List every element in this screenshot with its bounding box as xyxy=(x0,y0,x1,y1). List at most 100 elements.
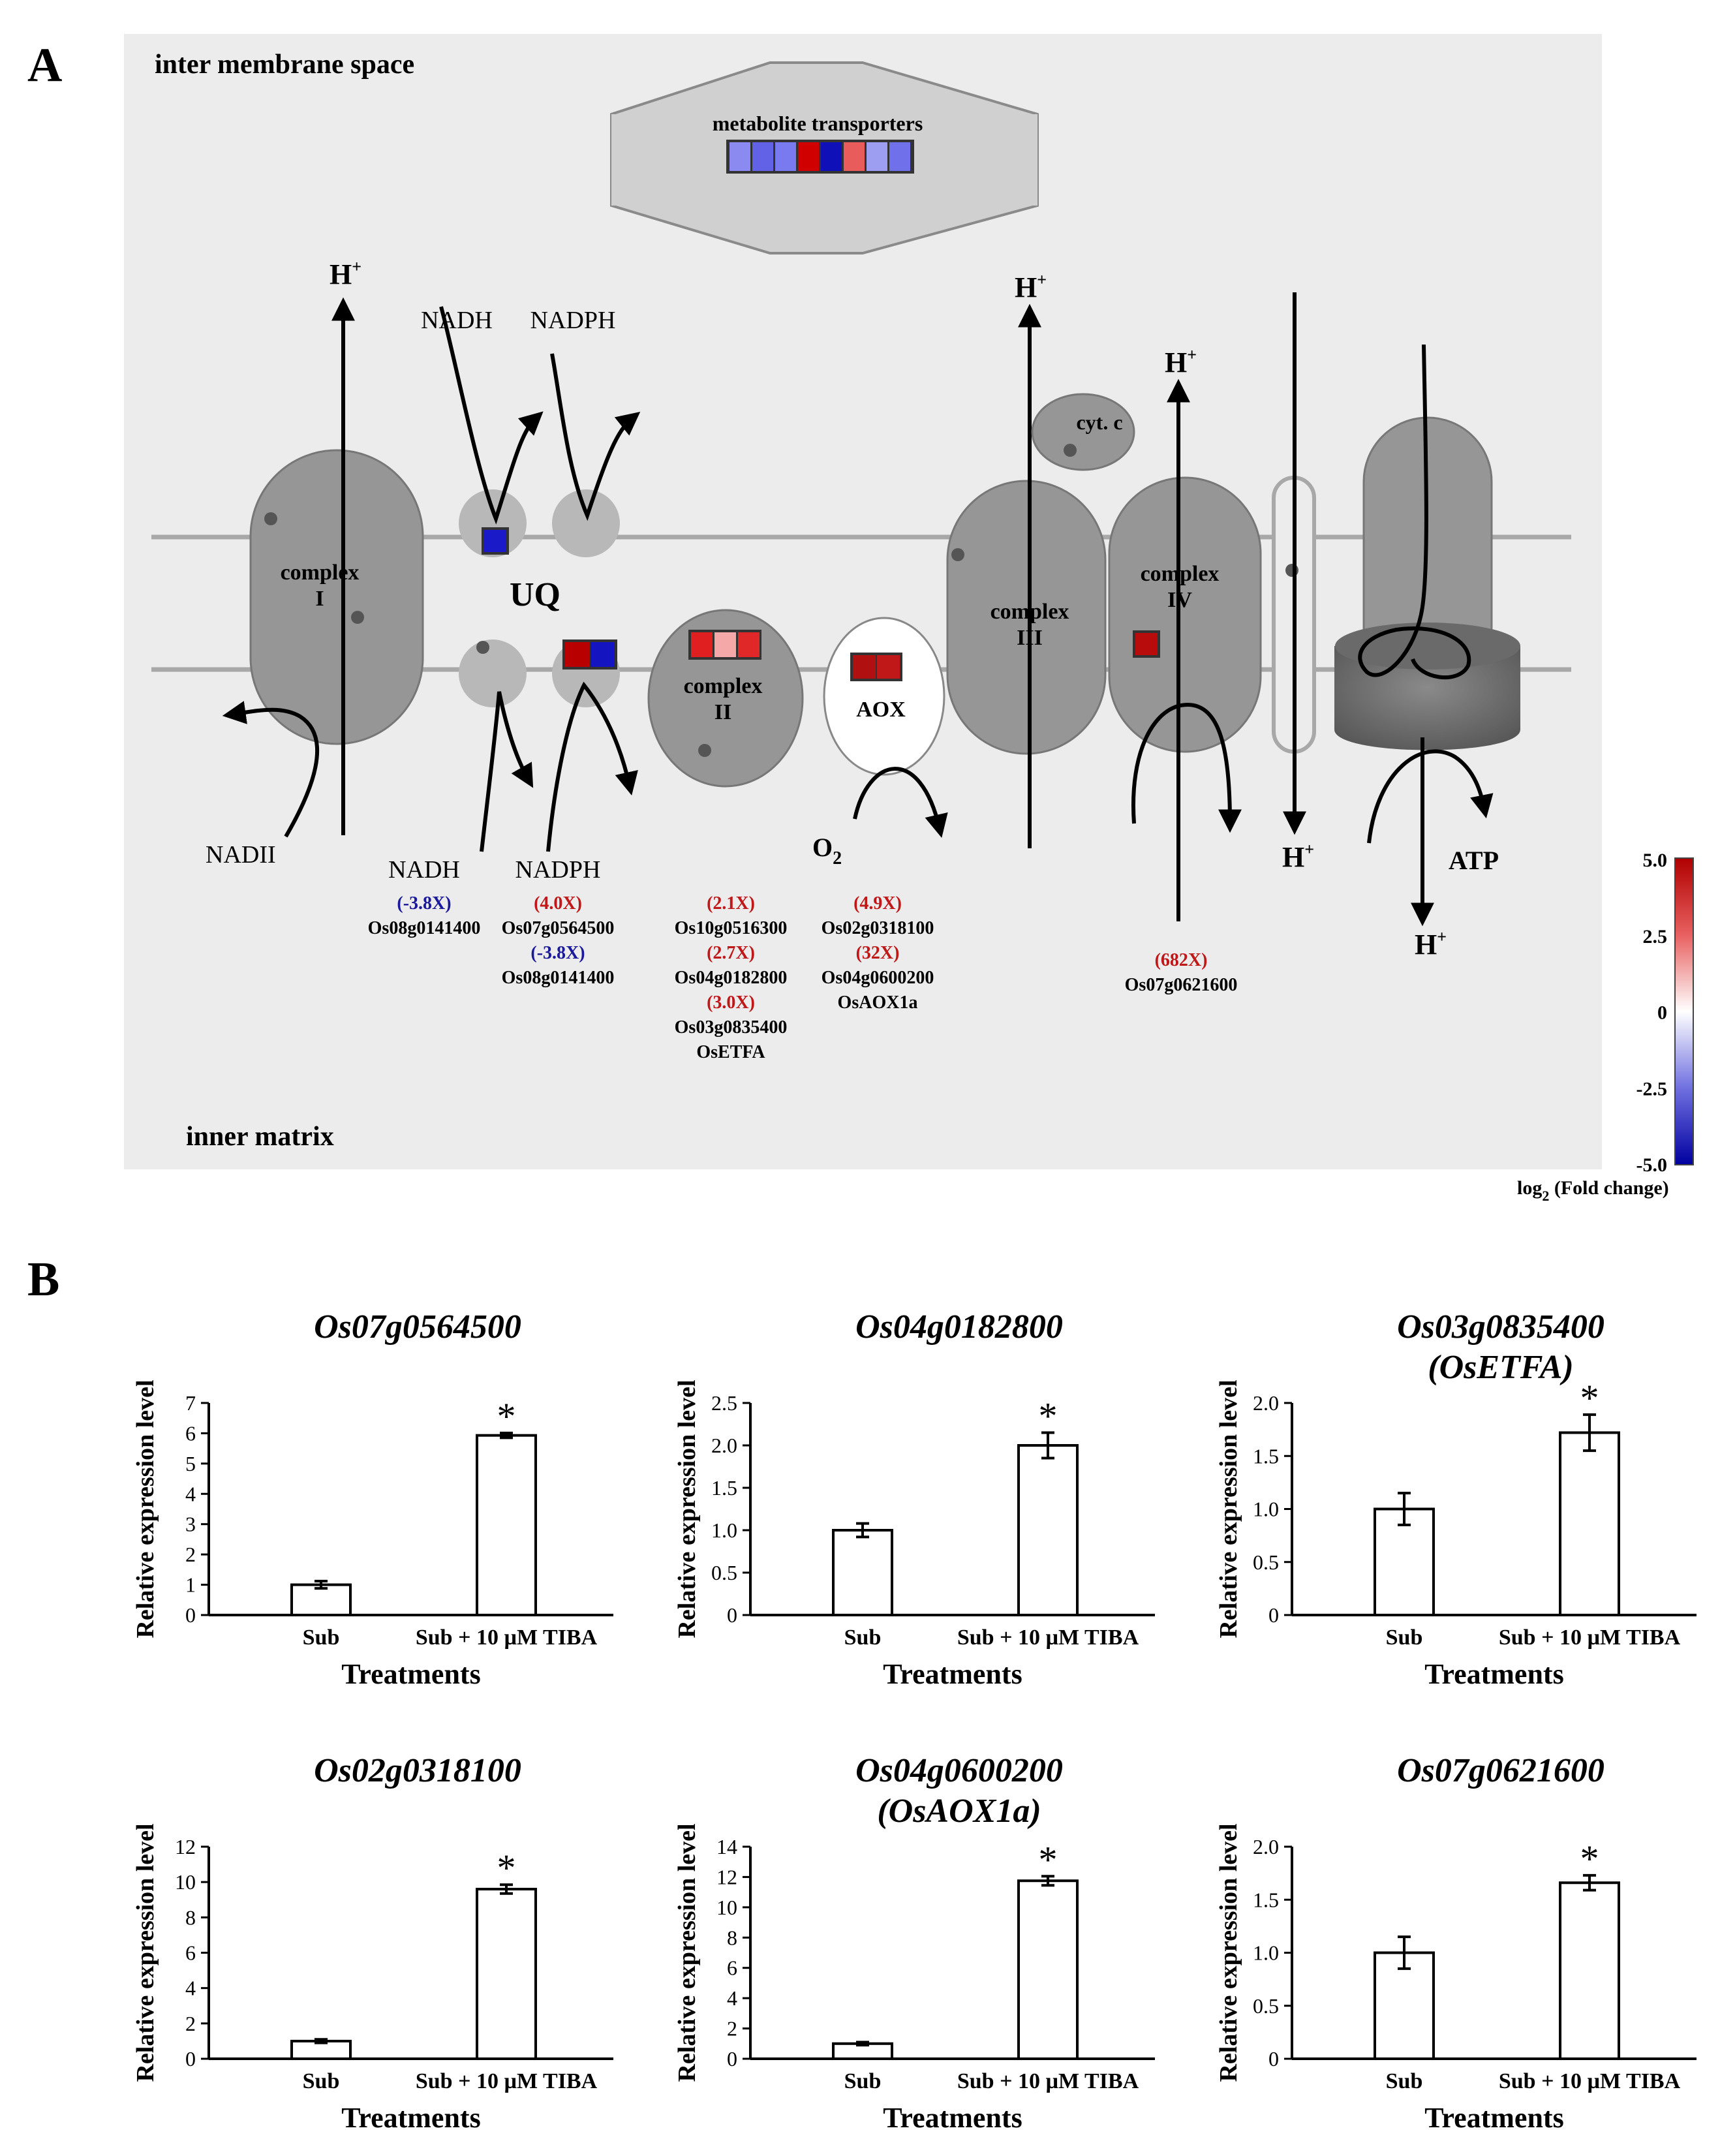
gene-annotation-line: Os03g0835400 xyxy=(675,1017,788,1038)
atp-synthase-proton: H+ xyxy=(1415,927,1447,961)
panel-a: A inter membrane space inner matrix meta… xyxy=(27,34,1694,1204)
y-tick-label: 10 xyxy=(716,1896,737,1919)
y-axis-label: Relative expression level xyxy=(673,1823,701,2082)
metabolite-transporters-label: metabolite transporters xyxy=(713,112,923,135)
nadh-dehydrogenase-dot xyxy=(476,641,489,654)
x-axis-label: Treatments xyxy=(341,1658,480,1690)
x-tick-label: Sub xyxy=(844,1625,882,1650)
complex-iii-proton: H+ xyxy=(1015,270,1047,303)
expression-tile xyxy=(798,142,819,171)
bar-chart: Os03g0835400(OsETFA)00.51.01.52.0Relativ… xyxy=(1215,1308,1697,1690)
y-tick-label: 12 xyxy=(716,1865,737,1888)
y-tick-label: 4 xyxy=(185,1482,196,1505)
transporter-tiles xyxy=(729,142,910,171)
x-tick-label: Sub xyxy=(1386,1625,1423,1650)
complex-ii-label: complex xyxy=(684,674,763,698)
expression-tile xyxy=(821,142,842,171)
y-tick-label: 6 xyxy=(727,1956,737,1980)
colorbar-tick-label: -2.5 xyxy=(1636,1078,1668,1100)
chart-title: Os07g0564500 xyxy=(314,1308,521,1346)
cyt-c-dot xyxy=(1064,444,1077,457)
transporter-proton: H+ xyxy=(1282,840,1314,873)
significance-marker: * xyxy=(1580,1838,1599,1880)
expression-tile xyxy=(484,530,506,552)
nadph-top-arrow xyxy=(550,353,641,521)
x-axis-label: Treatments xyxy=(1424,1658,1563,1690)
significance-marker: * xyxy=(1580,1377,1599,1419)
y-tick-label: 0 xyxy=(727,2047,737,2071)
complex-i-dot xyxy=(264,512,277,525)
colorbar-ticks: 5.02.50-2.5-5.0 xyxy=(1636,850,1668,1176)
bar xyxy=(1374,1507,1435,1616)
y-tick-label: 0 xyxy=(727,1603,737,1627)
y-tick-label: 12 xyxy=(175,1835,196,1858)
cyt-c-label: cyt. c xyxy=(1076,410,1122,434)
y-tick-label: 10 xyxy=(175,1870,196,1894)
y-tick-label: 0.5 xyxy=(1253,1994,1279,2018)
y-axis-label: Relative expression level xyxy=(132,1823,159,2082)
y-tick-label: 2.0 xyxy=(1253,1391,1279,1415)
gene-annotation-line: Os07g0564500 xyxy=(502,918,615,938)
uq-top-tiles xyxy=(484,530,506,552)
expression-tile xyxy=(844,142,865,171)
atp-arrow xyxy=(1367,749,1494,844)
significance-marker: * xyxy=(497,1847,516,1889)
complex-i-proton: H+ xyxy=(330,257,361,290)
complex-i-shape xyxy=(249,449,424,745)
bar xyxy=(1017,1879,1079,2061)
y-axis-label: Relative expression level xyxy=(673,1379,701,1638)
bar xyxy=(1559,1431,1620,1616)
uq-label: UQ xyxy=(510,576,561,613)
aox-tiles xyxy=(853,655,900,679)
chart-title: Os07g0621600 xyxy=(1397,1752,1605,1789)
x-axis-label: Treatments xyxy=(883,2102,1022,2134)
expression-tile xyxy=(591,642,615,667)
nadh-bottom-arrow xyxy=(480,691,534,852)
complex-iii-shape xyxy=(946,480,1107,755)
y-axis-label: Relative expression level xyxy=(1215,1823,1242,2082)
expression-tile xyxy=(1135,633,1158,655)
aox-label: AOX xyxy=(856,698,906,722)
expression-tile xyxy=(565,642,589,667)
y-tick-label: 1.0 xyxy=(1253,1498,1279,1521)
y-tick-label: 2.0 xyxy=(1253,1835,1279,1858)
gene-annotation-line: OsAOX1a xyxy=(838,993,918,1013)
x-tick-label: Sub + 10 µM TIBA xyxy=(416,1625,598,1650)
gene-annotation-line: (32X) xyxy=(856,943,900,963)
y-axis-label: Relative expression level xyxy=(132,1379,159,1638)
complex-iv-shape xyxy=(1108,476,1262,753)
gene-annotation-line: Os10g0516300 xyxy=(675,918,788,938)
complex-iii-dot xyxy=(951,548,964,561)
inter-membrane-space-label: inter membrane space xyxy=(155,50,414,80)
y-tick-label: 1 xyxy=(185,1573,196,1597)
y-tick-label: 6 xyxy=(185,1421,196,1445)
x-tick-label: Sub + 10 µM TIBA xyxy=(957,1625,1139,1650)
gene-annotation-line: (3.0X) xyxy=(707,993,755,1013)
y-tick-label: 2.0 xyxy=(711,1434,737,1457)
colorbar xyxy=(1674,857,1694,1165)
gene-annotations: (-3.8X)Os08g0141400(4.0X)Os07g0564500(-3… xyxy=(368,893,1238,1062)
y-tick-label: 4 xyxy=(185,1977,196,2000)
gene-annotation-line: (2.1X) xyxy=(707,893,755,914)
complex-ii-shape xyxy=(647,609,804,788)
y-tick-label: 0.5 xyxy=(1253,1550,1279,1574)
y-tick-label: 1.5 xyxy=(1253,1444,1279,1468)
panel-a-label: A xyxy=(27,38,62,92)
complex-iv-proton: H+ xyxy=(1165,345,1197,378)
gene-annotation-line: (4.0X) xyxy=(534,893,582,914)
bar xyxy=(290,1583,352,1617)
x-axis-label: Treatments xyxy=(1424,2102,1563,2134)
complex-ii-dot xyxy=(698,744,711,757)
y-tick-label: 0 xyxy=(1268,2047,1279,2071)
nadh-left-label: NADII xyxy=(206,841,276,869)
y-tick-label: 6 xyxy=(185,1941,196,1965)
chart-title: Os04g0600200 xyxy=(855,1752,1063,1789)
nadh-left-arrow xyxy=(222,701,320,838)
expression-tile xyxy=(775,142,796,171)
colorbar-tick-label: 2.5 xyxy=(1643,926,1668,947)
